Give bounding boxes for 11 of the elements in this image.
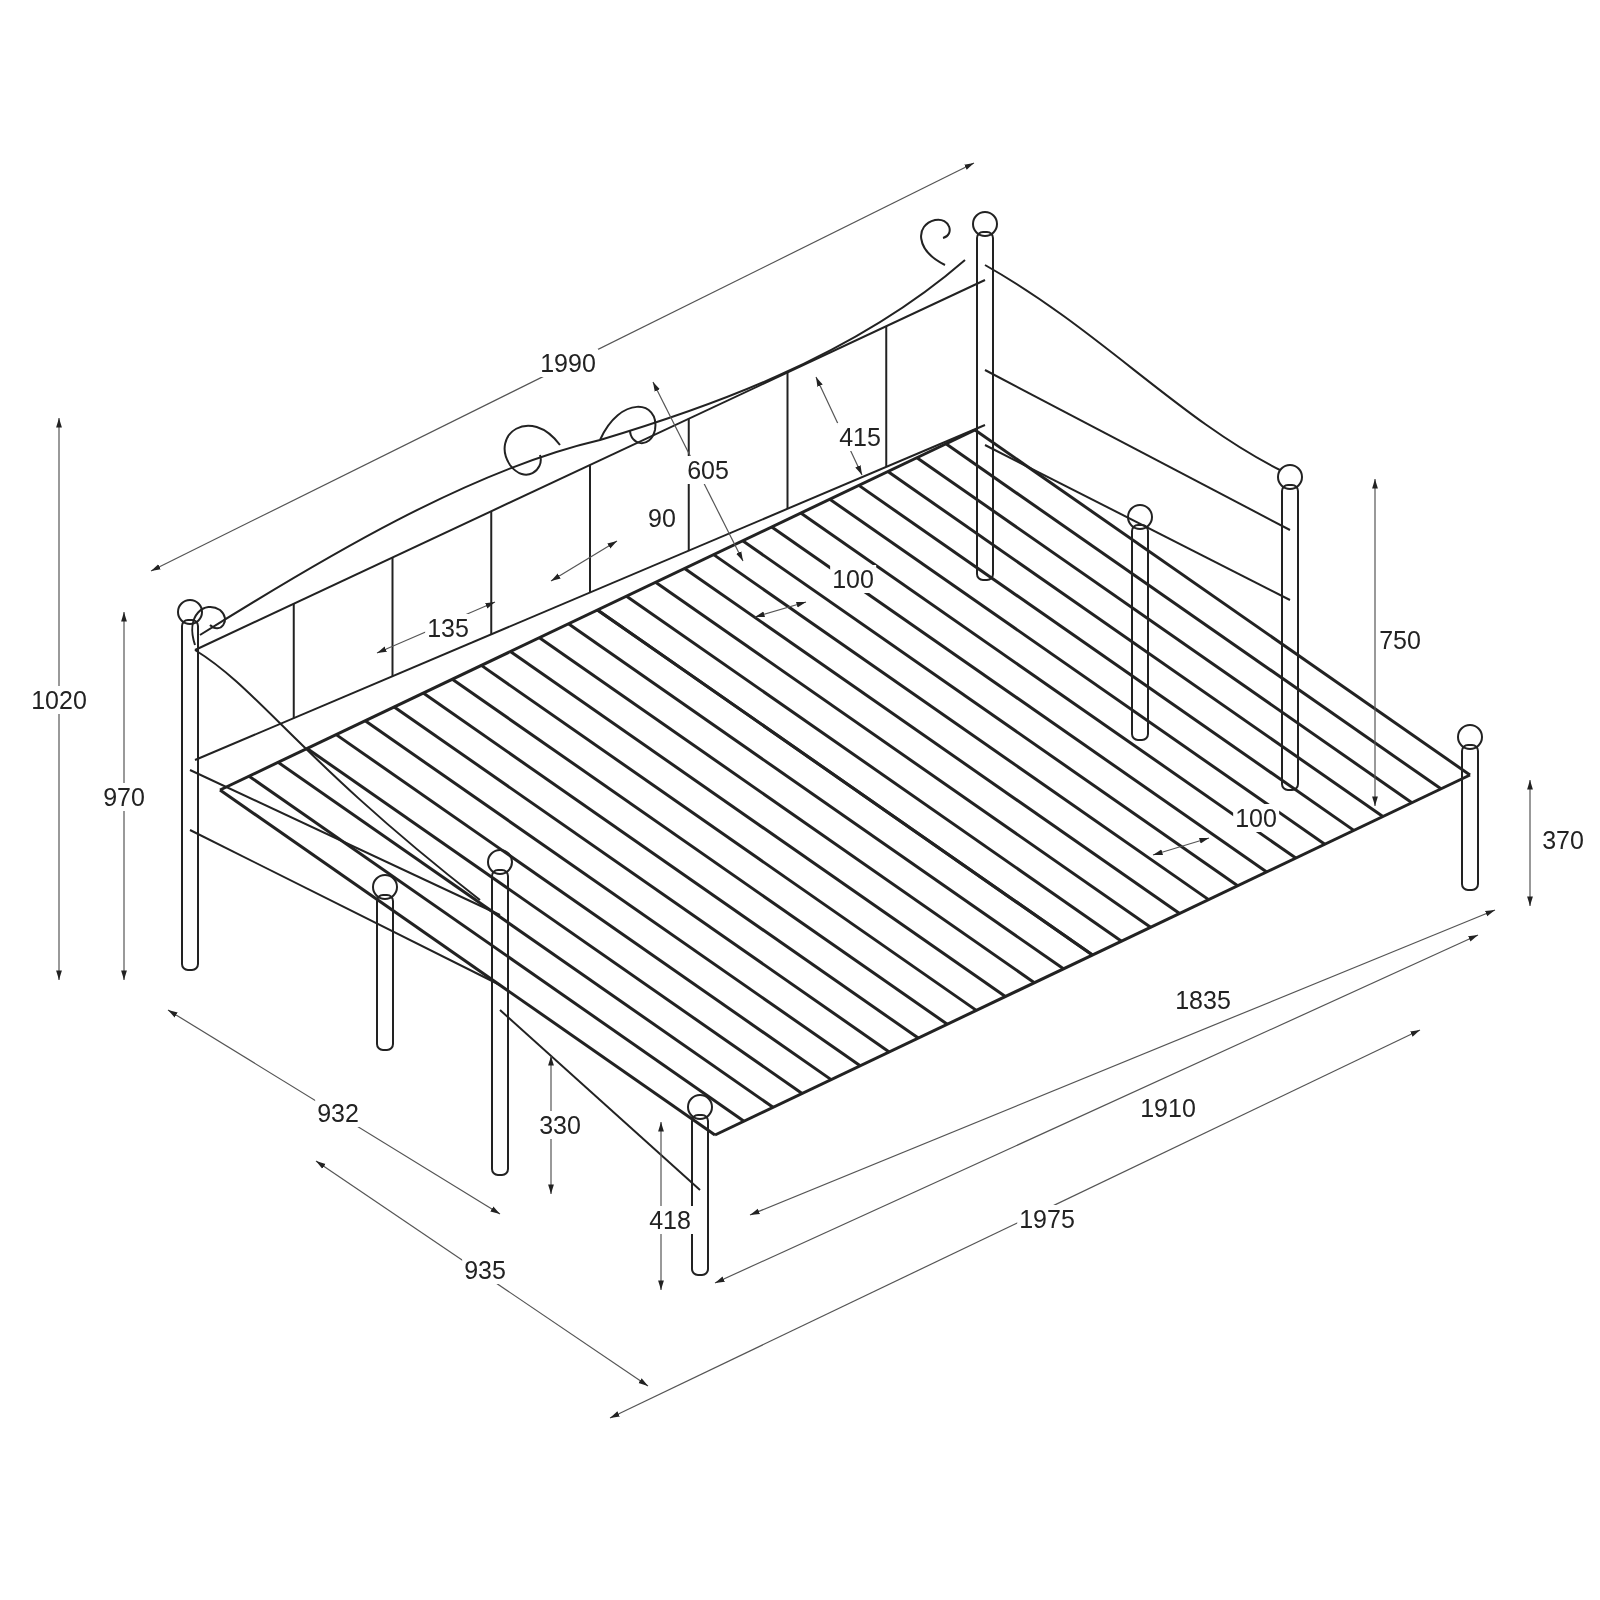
dimension-label: 330 xyxy=(537,1111,583,1139)
dimension-label: 100 xyxy=(830,565,876,593)
dimension-label: 932 xyxy=(315,1099,361,1127)
dimension-label: 605 xyxy=(685,456,731,484)
dimension-label: 970 xyxy=(101,783,147,811)
dimension-label: 1990 xyxy=(538,349,598,377)
dimension-label: 135 xyxy=(425,614,471,642)
dimension-label: 100 xyxy=(1233,804,1279,832)
dimension-label: 415 xyxy=(837,423,883,451)
dimension-label: 935 xyxy=(462,1256,508,1284)
dimension-label: 418 xyxy=(647,1206,693,1234)
